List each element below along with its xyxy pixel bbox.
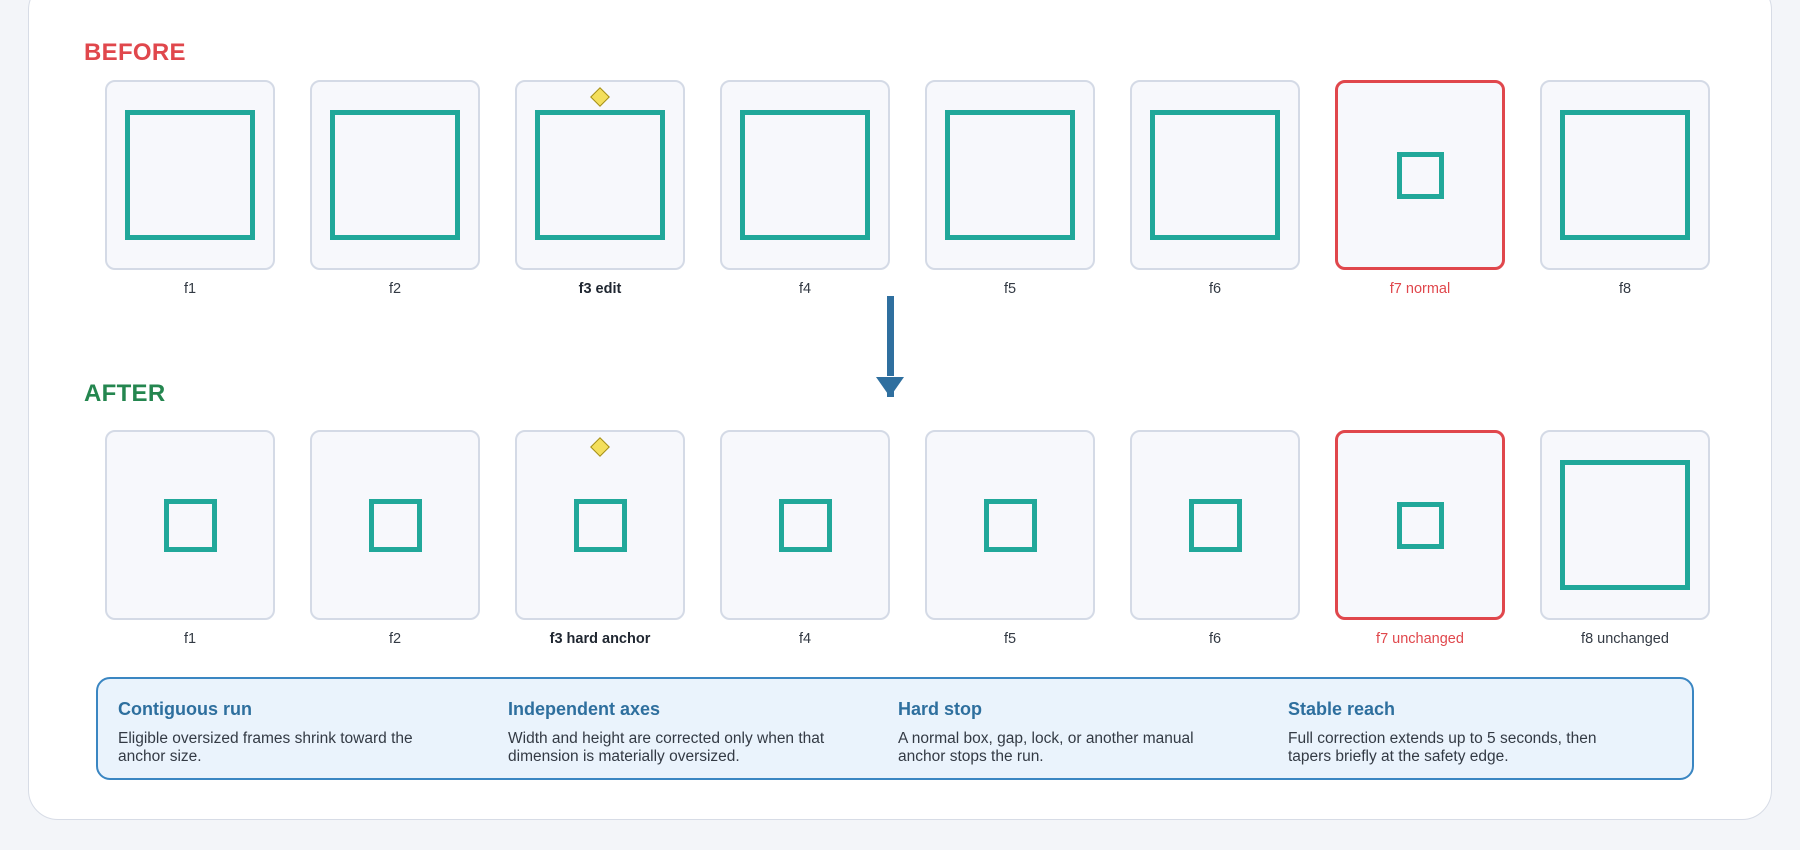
frame-1 — [105, 80, 275, 270]
info-title: Contiguous run — [118, 699, 252, 719]
info-body: Eligible oversized frames shrink toward … — [118, 730, 413, 765]
subject-box — [1396, 151, 1444, 199]
frame-label: f6 — [1208, 281, 1222, 297]
frame-8 — [1540, 430, 1710, 620]
frame-label: f4 — [798, 631, 812, 647]
frame-7 — [1335, 430, 1505, 620]
info-contiguous-run: Contiguous run Eligible oversized frames… — [118, 699, 458, 766]
info-independent-axes: Independent axes Width and height are co… — [508, 699, 848, 766]
frame-label: f1 — [183, 281, 197, 297]
subject-box — [945, 110, 1075, 240]
before-title: BEFORE — [84, 39, 186, 66]
frame-5 — [925, 430, 1095, 620]
frame-3 — [515, 80, 685, 270]
frame-4 — [720, 80, 890, 270]
info-hard-stop: Hard stop A normal box, gap, lock, or an… — [898, 699, 1238, 766]
subject-box — [1560, 460, 1690, 590]
subject-box — [1560, 110, 1690, 240]
subject-box — [1188, 498, 1242, 552]
frame-6 — [1130, 80, 1300, 270]
diamond-anchor-icon — [590, 437, 610, 457]
subject-box — [368, 498, 422, 552]
frame-2 — [310, 430, 480, 620]
subject-box — [778, 498, 832, 552]
frame-label: f6 — [1208, 631, 1222, 647]
frame-label: f2 — [388, 631, 402, 647]
diamond-anchor-icon — [590, 87, 610, 107]
info-body: Width and height are corrected only when… — [508, 730, 825, 765]
frame-label: f1 — [183, 631, 197, 647]
subject-box — [163, 498, 217, 552]
info-title: Stable reach — [1288, 699, 1396, 719]
frame-label: f2 — [388, 281, 402, 297]
frame-label: f3 hard anchor — [549, 631, 651, 647]
frame-label: f3 edit — [578, 281, 622, 297]
info-panel: Contiguous run Eligible oversized frames… — [96, 677, 1694, 780]
frame-6 — [1130, 430, 1300, 620]
subject-box — [125, 110, 255, 240]
info-body: A normal box, gap, lock, or another manu… — [898, 730, 1194, 765]
frame-label: f4 — [798, 281, 812, 297]
subject-box — [740, 110, 870, 240]
frame-2 — [310, 80, 480, 270]
subject-box — [983, 498, 1037, 552]
frame-label: f8 unchanged — [1581, 631, 1669, 647]
after-title: AFTER — [84, 380, 166, 407]
info-stable-reach: Stable reach Full correction extends up … — [1288, 699, 1628, 766]
frame-7 — [1335, 80, 1505, 270]
subject-box — [535, 110, 665, 240]
frame-label: f7 normal — [1389, 281, 1451, 297]
frame-3 — [515, 430, 685, 620]
info-title: Hard stop — [898, 699, 983, 719]
info-title: Independent axes — [508, 699, 661, 719]
info-body: Full correction extends up to 5 seconds,… — [1288, 730, 1597, 765]
frame-1 — [105, 430, 275, 620]
subject-box — [1150, 110, 1280, 240]
subject-box — [330, 110, 460, 240]
frame-label: f7 unchanged — [1376, 631, 1464, 647]
subject-box — [1396, 501, 1444, 549]
frame-label: f5 — [1003, 631, 1017, 647]
subject-box — [573, 498, 627, 552]
frame-label: f5 — [1003, 281, 1017, 297]
frame-5 — [925, 80, 1095, 270]
frame-4 — [720, 430, 890, 620]
arrow-down-icon — [876, 296, 904, 397]
frame-8 — [1540, 80, 1710, 270]
frame-label: f8 — [1618, 281, 1632, 297]
